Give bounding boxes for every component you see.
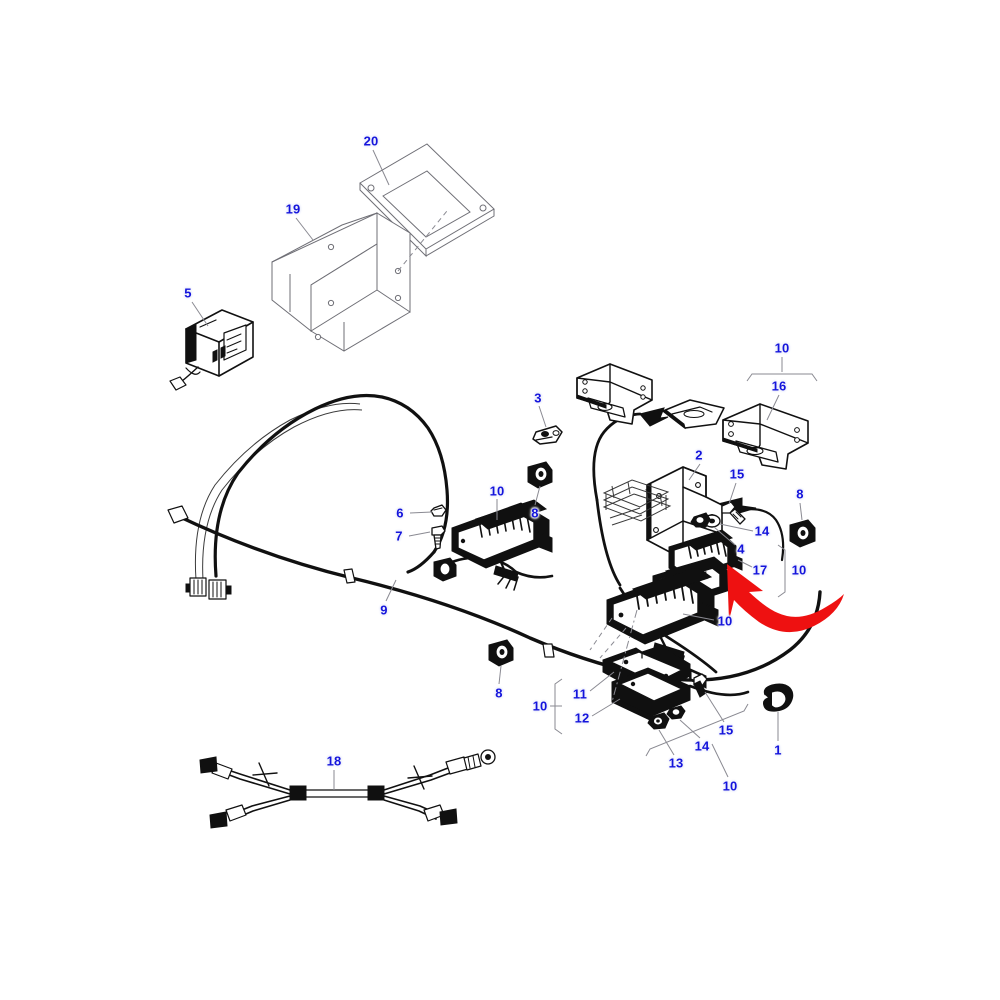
callout-label-20: 20 xyxy=(363,133,379,149)
part-8-grommet-left xyxy=(527,461,553,489)
callout-label-10e: 10 xyxy=(532,698,548,714)
leader-lines xyxy=(191,149,818,790)
callout-label-19: 19 xyxy=(285,201,301,217)
part-7-bolt xyxy=(431,525,446,550)
callout-label-10b: 10 xyxy=(774,340,790,356)
part-14-washer-lower xyxy=(666,705,686,720)
part-5-display-unit xyxy=(169,309,254,391)
callout-label-6: 6 xyxy=(396,505,404,521)
callout-label-9: 9 xyxy=(380,602,388,618)
part-grommet-mid xyxy=(433,557,457,582)
callout-label-15b: 15 xyxy=(718,722,734,738)
part-2-mounting-bracket xyxy=(646,466,723,559)
callout-label-3: 3 xyxy=(534,390,542,406)
callout-label-10d: 10 xyxy=(717,613,733,629)
part-3-small-clamp xyxy=(532,425,563,445)
callout-label-11: 11 xyxy=(572,686,588,702)
part-9-wiring-harness-main xyxy=(167,393,822,697)
part-rail-assembly xyxy=(602,479,672,526)
callout-label-18: 18 xyxy=(326,753,342,769)
callout-label-1: 1 xyxy=(774,742,782,758)
callout-label-10a: 10 xyxy=(489,483,505,499)
part-1-cable-clip xyxy=(763,683,794,712)
part-6-nut xyxy=(430,504,447,517)
part-14-washer-upper xyxy=(690,512,721,528)
part-support-bracket-upper-left xyxy=(576,363,653,425)
callout-label-5: 5 xyxy=(184,285,192,301)
part-16-support-bracket xyxy=(722,403,809,470)
callout-label-16: 16 xyxy=(771,378,787,394)
callout-label-8a: 8 xyxy=(531,505,539,521)
callout-label-8c: 8 xyxy=(495,685,503,701)
callout-label-7: 7 xyxy=(395,528,403,544)
callout-label-8b: 8 xyxy=(796,486,804,502)
callout-label-10c: 10 xyxy=(791,562,807,578)
part-8-grommet-lower xyxy=(488,639,514,667)
callout-label-14a: 14 xyxy=(754,523,770,539)
callout-label-17: 17 xyxy=(752,562,768,578)
part-18-adapter-harness xyxy=(199,749,496,829)
callout-label-13: 13 xyxy=(668,755,684,771)
annotation-arrow xyxy=(727,564,844,633)
callout-label-10f: 10 xyxy=(722,778,738,794)
part-10-module-left xyxy=(451,499,553,591)
part-13-nut-lower xyxy=(647,712,670,730)
callout-label-12: 12 xyxy=(574,710,590,726)
callout-label-14b: 14 xyxy=(694,738,710,754)
part-8-grommet-right xyxy=(789,519,816,548)
callout-label-2: 2 xyxy=(695,447,703,463)
callout-label-4: 4 xyxy=(737,541,745,557)
part-19-mounting-console xyxy=(271,210,448,352)
part-cover-plate xyxy=(661,399,725,430)
part-12-mounting-plate-lower xyxy=(611,667,691,722)
callout-label-15a: 15 xyxy=(729,466,745,482)
